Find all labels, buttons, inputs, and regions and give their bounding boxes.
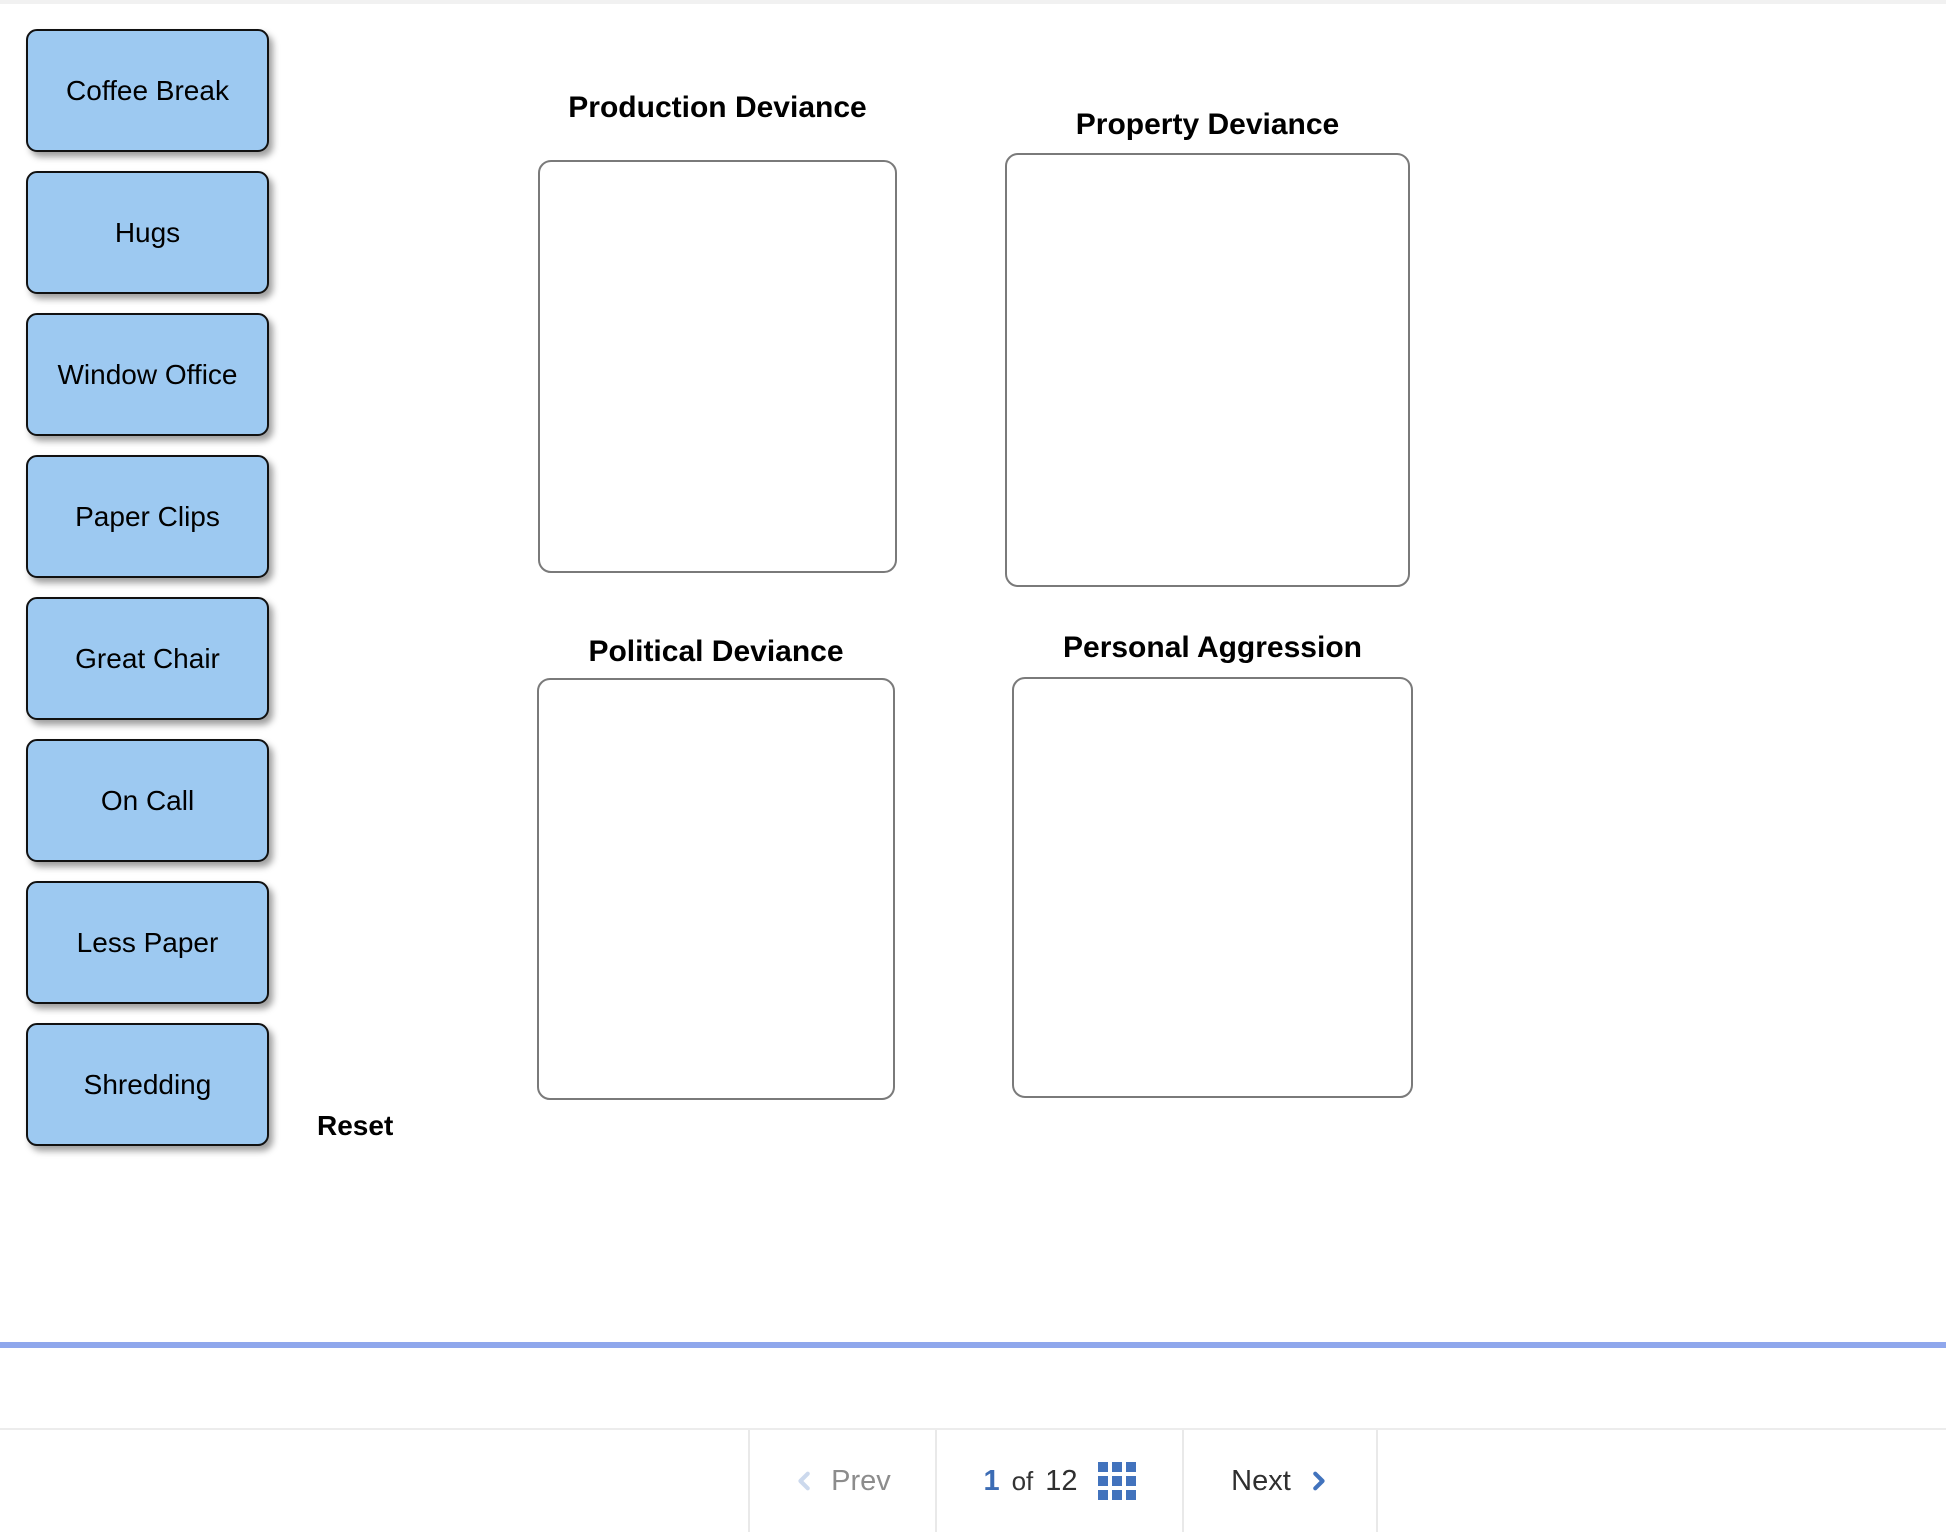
drag-chip-coffee-break[interactable]: Coffee Break — [26, 29, 269, 152]
drop-zone-title-property-deviance: Property Deviance — [1075, 108, 1340, 141]
drop-zone-title-production-deviance: Production Deviance — [568, 91, 867, 124]
chip-label: Window Office — [57, 358, 238, 390]
prev-button[interactable]: Prev — [748, 1430, 935, 1532]
drop-zone-personal-aggression[interactable] — [1012, 677, 1413, 1098]
drop-zone-property-deviance[interactable] — [1005, 153, 1410, 587]
drag-chip-less-paper[interactable]: Less Paper — [26, 881, 269, 1004]
drag-chip-great-chair[interactable]: Great Chair — [26, 597, 269, 720]
drag-chip-on-call[interactable]: On Call — [26, 739, 269, 862]
drop-zone-title-political-deviance: Political Deviance — [588, 635, 844, 668]
total-pages: 12 — [1045, 1464, 1078, 1497]
chip-label: Coffee Break — [66, 74, 229, 106]
chip-label: On Call — [100, 784, 195, 816]
chip-label: Paper Clips — [75, 500, 220, 532]
prev-label: Prev — [831, 1464, 891, 1497]
pagination-top-border — [0, 1428, 1946, 1430]
next-button[interactable]: Next — [1182, 1430, 1378, 1532]
section-separator — [0, 1342, 1946, 1348]
drag-chip-paper-clips[interactable]: Paper Clips — [26, 455, 269, 578]
chip-label: Shredding — [83, 1068, 212, 1100]
chevron-left-icon — [798, 1471, 810, 1491]
current-page: 1 — [983, 1464, 1000, 1497]
chevron-right-icon — [1313, 1471, 1325, 1491]
page-top-border — [0, 0, 1946, 4]
drop-zone-title-personal-aggression: Personal Aggression — [1063, 631, 1362, 664]
pagination-bar: Prev 1 of 12 Next — [748, 1430, 1378, 1532]
chip-label: Hugs — [114, 216, 181, 248]
drag-chip-window-office[interactable]: Window Office — [26, 313, 269, 436]
chip-label: Less Paper — [76, 926, 219, 958]
page-indicator: 1 of 12 — [935, 1430, 1182, 1532]
reset-button[interactable]: Reset — [317, 1110, 394, 1141]
drag-chip-shredding[interactable]: Shredding — [26, 1023, 269, 1146]
drop-zone-production-deviance[interactable] — [538, 160, 897, 573]
page-of-label: of — [1011, 1465, 1034, 1496]
drop-zone-political-deviance[interactable] — [537, 678, 895, 1100]
chip-label: Great Chair — [75, 642, 220, 674]
next-label: Next — [1231, 1464, 1291, 1497]
page-grid-icon[interactable] — [1097, 1462, 1136, 1500]
chips-column: Coffee Break Hugs Window Office Paper Cl… — [26, 29, 269, 1165]
drag-chip-hugs[interactable]: Hugs — [26, 171, 269, 294]
